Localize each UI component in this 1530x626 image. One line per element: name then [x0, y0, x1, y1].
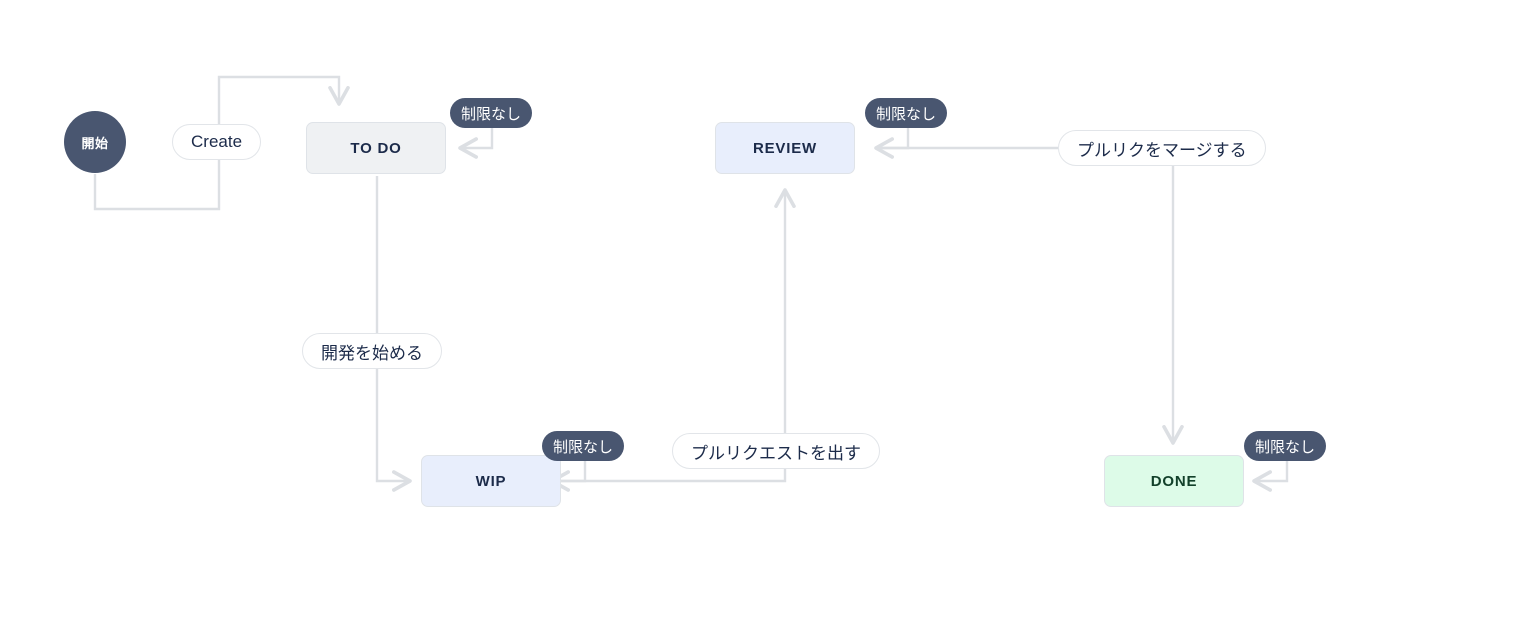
- constraint-badge-todo[interactable]: 制限なし: [450, 98, 533, 128]
- transition-label-merge-pr[interactable]: プルリクをマージする: [1058, 130, 1266, 166]
- transition-label-create-text: Create: [191, 132, 243, 151]
- transition-label-start-dev[interactable]: 開発を始める: [302, 333, 442, 369]
- edge-wip-to-review: [552, 188, 796, 483]
- node-wip[interactable]: WIP: [421, 455, 561, 507]
- constraint-badge-todo-text: 制限なし: [461, 105, 522, 123]
- constraint-badge-wip-text: 制限なし: [553, 438, 614, 456]
- node-review-label: REVIEW: [753, 139, 817, 157]
- constraint-badge-done-text: 制限なし: [1255, 438, 1316, 456]
- constraint-badge-wip[interactable]: 制限なし: [542, 431, 625, 461]
- node-done-label: DONE: [1150, 472, 1198, 490]
- node-start-label: 開始: [81, 135, 109, 151]
- node-review[interactable]: REVIEW: [715, 122, 855, 174]
- constraint-badge-review-text: 制限なし: [876, 105, 937, 123]
- transition-label-merge-pr-text: プルリクをマージする: [1077, 140, 1247, 160]
- edge-done-self: [1252, 453, 1289, 492]
- node-todo[interactable]: TO DO: [306, 122, 446, 174]
- transition-label-open-pr[interactable]: プルリクエストを出す: [672, 433, 880, 469]
- transition-label-open-pr-text: プルリクエストを出す: [691, 443, 861, 463]
- transition-label-create[interactable]: Create: [172, 124, 262, 160]
- edge-todo-self: [458, 120, 494, 159]
- constraint-badge-review[interactable]: 制限なし: [865, 98, 948, 128]
- node-todo-label: TO DO: [350, 139, 402, 157]
- edge-todo-to-wip: [375, 176, 412, 492]
- node-done[interactable]: DONE: [1104, 455, 1244, 507]
- node-start[interactable]: 開始: [64, 111, 126, 173]
- node-wip-label: WIP: [475, 472, 507, 490]
- constraint-badge-done[interactable]: 制限なし: [1244, 431, 1327, 461]
- transition-label-start-dev-text: 開発を始める: [321, 343, 423, 363]
